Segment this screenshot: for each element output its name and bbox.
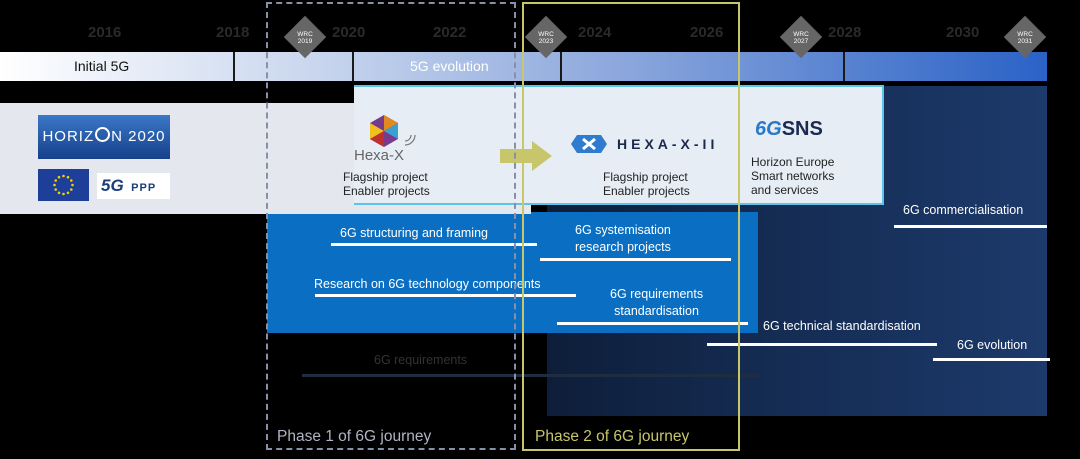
6g-sns-logo: 6GSNS <box>755 118 823 140</box>
signal-icon <box>403 131 419 152</box>
arrow-right-icon <box>500 141 552 176</box>
eu-flag-icon <box>38 169 89 201</box>
hexa-x-ii-logo-text: HEXA-X-II <box>617 136 719 152</box>
activity-line <box>302 374 759 377</box>
hexa-x-logo-text: Hexa-X <box>354 147 405 164</box>
year-label: 2020 <box>332 24 366 41</box>
year-label: 2022 <box>433 24 467 41</box>
light-band-mid <box>354 85 531 105</box>
year-label: 2016 <box>88 24 122 41</box>
activity-line <box>315 294 576 297</box>
timeline-divider <box>352 52 354 81</box>
phase2-label: Phase 2 of 6G journey <box>535 428 690 445</box>
5g-evolution-label: 5G evolution <box>410 58 489 74</box>
phase1-label: Phase 1 of 6G journey <box>277 428 432 445</box>
activity-line <box>933 358 1050 361</box>
year-label: 2028 <box>828 24 862 41</box>
activity-requirements: 6G requirements <box>374 353 468 367</box>
hexa-x-icon <box>366 114 402 153</box>
initial-5g-label: Initial 5G <box>74 58 130 74</box>
year-label: 2018 <box>216 24 250 41</box>
year-label: 2024 <box>578 24 612 41</box>
phase2-box <box>522 2 740 451</box>
activity-line <box>331 243 537 246</box>
activity-commercialisation: 6G commercialisation <box>903 203 1024 217</box>
activity-structuring: 6G structuring and framing <box>340 226 488 240</box>
activity-line <box>894 225 1047 228</box>
activity-line <box>540 258 731 261</box>
activity-6g-evolution: 6G evolution <box>957 338 1028 352</box>
activity-research: Research on 6G technology components <box>314 277 541 291</box>
timeline-divider <box>233 52 235 81</box>
phase1-box <box>266 2 516 450</box>
timeline-divider <box>843 52 845 81</box>
year-label: 2030 <box>946 24 980 41</box>
activity-line <box>707 343 937 346</box>
blue-band <box>267 212 758 333</box>
timeline-divider <box>560 52 562 81</box>
5g-ppp-logo: 5G PPP <box>97 173 170 199</box>
activity-tech-std: 6G technical standardisation <box>763 319 921 333</box>
hexa-x-ii-icon <box>570 133 608 160</box>
activity-line <box>557 322 748 325</box>
light-band-right <box>354 85 884 205</box>
year-label: 2026 <box>690 24 724 41</box>
